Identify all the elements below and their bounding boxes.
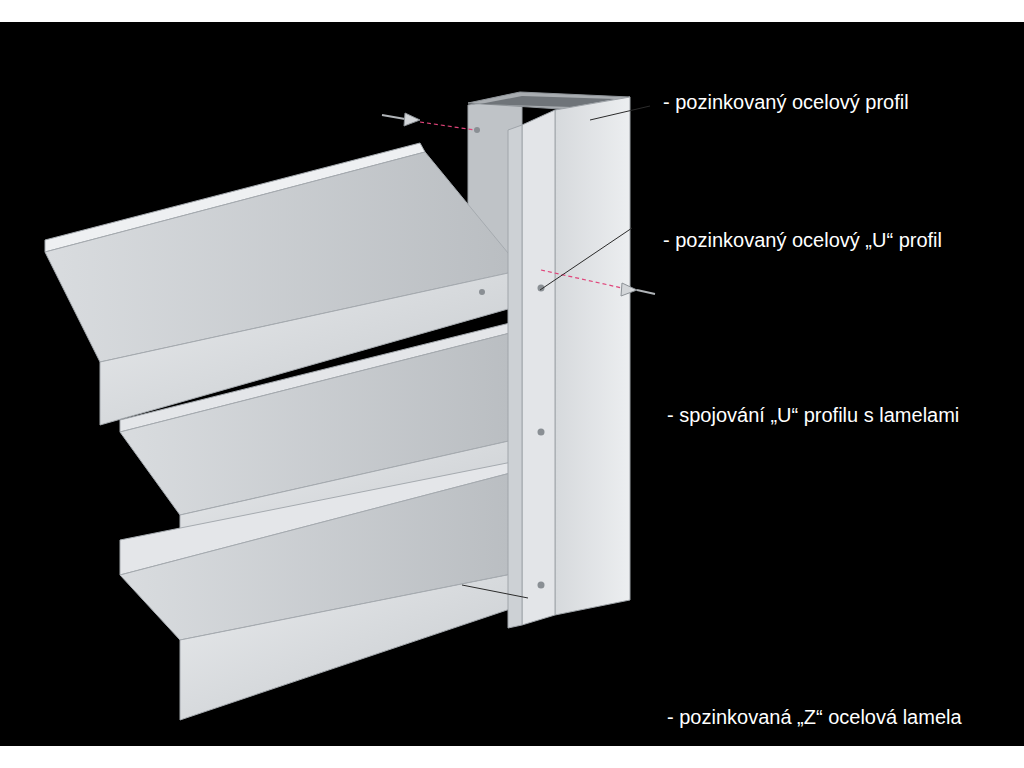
part-label: - pozinkovaný ocelový profil: [663, 90, 909, 114]
rivet: [382, 113, 475, 130]
rivet-hole: [474, 127, 480, 133]
rivet-head: [538, 429, 545, 436]
part-label: - pozinkovaná „Z“ ocelová lamela: [667, 705, 962, 729]
z-slat: [120, 460, 522, 720]
black-ground: [0, 22, 1024, 746]
rivet-hole: [479, 289, 485, 295]
rivet-head: [538, 582, 545, 589]
u-profile: [474, 110, 555, 628]
part-label: - spojování „U“ profilu s lamelami: [667, 403, 959, 427]
part-label: - pozinkovaný ocelový „U“ profil: [663, 228, 942, 252]
leader-lines: [462, 106, 650, 598]
rivet: [541, 270, 655, 296]
